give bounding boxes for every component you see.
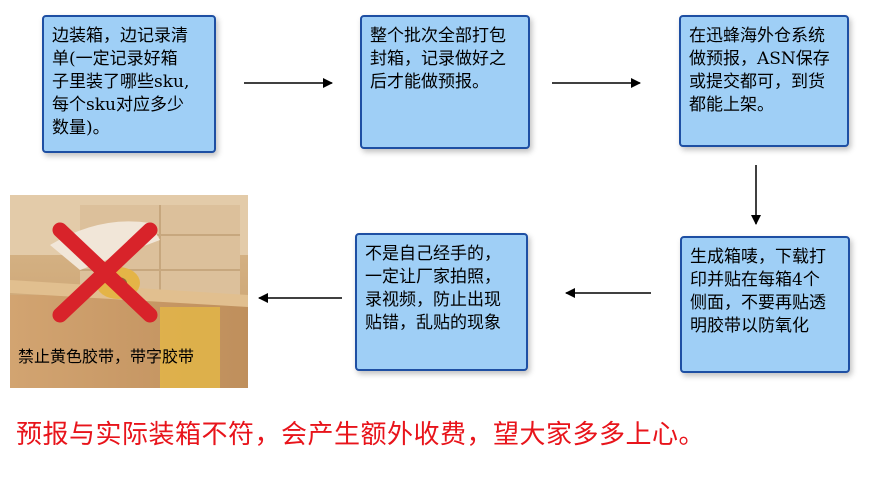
step-3-box: 在迅蜂海外仓系统 做预报，ASN保存 或提交都可，到货 都能上架。: [679, 15, 849, 147]
step-2-box: 整个批次全部打包 封箱，记录做好之 后才能做预报。: [360, 15, 530, 149]
red-x-prohibited-icon: [52, 222, 158, 323]
step-1-box: 边装箱，边记录清 单(一定记录好箱 子里装了哪些sku, 每个sku对应多少 数…: [42, 15, 216, 153]
cardboard-box-illustration: [10, 195, 248, 388]
warning-note: 预报与实际装箱不符，会产生额外收费，望大家多多上心。: [16, 420, 706, 450]
step-5-box: 不是自己经手的， 一定让厂家拍照， 录视频，防止出现 贴错，乱贴的现象: [355, 233, 528, 371]
step-4-box: 生成箱唛，下载打 印并贴在每箱4个 侧面，不要再贴透 明胶带以防氧化: [680, 236, 850, 373]
prohibited-tape-photo: 禁止黄色胶带，带字胶带: [10, 195, 248, 388]
photo-caption: 禁止黄色胶带，带字胶带: [18, 347, 195, 366]
